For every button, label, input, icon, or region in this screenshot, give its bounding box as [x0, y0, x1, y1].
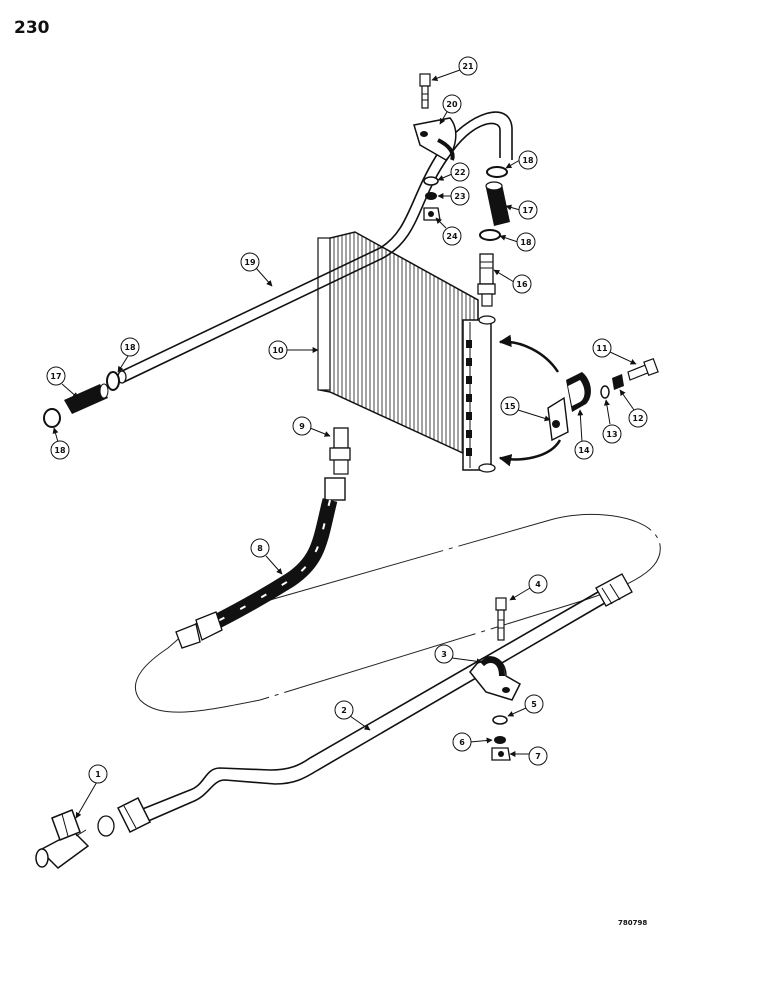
figure-code: 780798	[618, 919, 648, 927]
svg-text:21: 21	[462, 62, 474, 71]
svg-text:18: 18	[520, 238, 532, 247]
svg-text:6: 6	[459, 738, 465, 747]
svg-text:12: 12	[632, 414, 643, 423]
svg-text:23: 23	[454, 192, 465, 201]
callout-17-left: 17	[46, 366, 79, 399]
callout-18-left-inner: 18	[117, 337, 140, 373]
hose-clamp-18-upper	[486, 166, 508, 178]
callout-17-upper: 17	[505, 200, 538, 220]
svg-text:4: 4	[535, 580, 541, 589]
callout-1: 1	[75, 764, 108, 819]
callout-5: 5	[507, 694, 544, 717]
nut-7	[491, 747, 511, 761]
nut-12	[612, 374, 624, 390]
callout-7: 7	[509, 746, 548, 766]
svg-text:9: 9	[299, 422, 305, 431]
nut-24	[423, 207, 441, 221]
svg-text:14: 14	[578, 446, 590, 455]
callout-18-mid: 18	[499, 232, 536, 252]
svg-text:22: 22	[454, 168, 465, 177]
fitting-9	[329, 427, 351, 475]
svg-text:18: 18	[124, 343, 136, 352]
bolt-21	[419, 73, 431, 109]
svg-text:18: 18	[54, 446, 66, 455]
callout-11: 11	[592, 338, 637, 365]
hose-17-left	[64, 383, 109, 414]
hose-8	[175, 477, 346, 649]
callout-21: 21	[431, 56, 478, 82]
svg-text:16: 16	[516, 280, 528, 289]
callout-8: 8	[250, 538, 283, 575]
bolt-4	[495, 597, 507, 641]
callout-16: 16	[493, 269, 532, 294]
callout-4: 4	[509, 574, 548, 601]
reference-outline	[134, 513, 661, 713]
callout-14: 14	[574, 409, 594, 460]
callout-23: 23	[437, 186, 470, 206]
svg-text:2: 2	[341, 706, 347, 715]
callout-24: 24	[435, 217, 462, 246]
callout-3: 3	[434, 644, 483, 665]
callout-20: 20	[439, 94, 462, 125]
plate-15	[547, 396, 569, 442]
assembly-arrow-upper	[498, 334, 560, 373]
svg-text:17: 17	[522, 206, 533, 215]
callout-18-top: 18	[505, 150, 538, 170]
svg-text:11: 11	[596, 344, 608, 353]
svg-text:3: 3	[441, 650, 447, 659]
tube-2-sleeve	[97, 815, 115, 837]
svg-text:17: 17	[50, 372, 61, 381]
bolt-11	[627, 357, 659, 381]
callout-10: 10	[268, 340, 319, 360]
svg-text:13: 13	[606, 430, 617, 439]
callout-9: 9	[292, 416, 331, 437]
callout-22: 22	[437, 162, 470, 182]
svg-text:10: 10	[272, 346, 284, 355]
lock-washer-23	[425, 192, 437, 200]
hose-17-upper	[485, 181, 510, 226]
tee-fitting-1	[35, 809, 90, 869]
svg-text:7: 7	[535, 752, 541, 761]
callout-12: 12	[619, 389, 648, 428]
svg-text:19: 19	[244, 258, 256, 267]
callout-15: 15	[500, 396, 551, 422]
tube-2-end-fitting	[595, 573, 633, 607]
callout-2: 2	[334, 700, 371, 731]
tube-2	[139, 587, 611, 823]
oil-cooler	[317, 231, 496, 473]
page-number: 230	[14, 18, 50, 38]
callout-18-left-outer: 18	[50, 427, 70, 460]
callout-6: 6	[452, 732, 493, 752]
washer-22	[423, 176, 439, 186]
clip-3	[469, 656, 521, 701]
lock-washer-6	[494, 736, 506, 744]
washer-5	[492, 715, 508, 725]
svg-text:5: 5	[531, 700, 537, 709]
hose-clamp-18-left-inner	[106, 371, 120, 391]
svg-text:20: 20	[446, 100, 458, 109]
clamp-14	[566, 372, 591, 412]
fitting-16	[477, 253, 496, 307]
hose-clamp-18-lower	[479, 229, 501, 241]
clip-20	[413, 117, 457, 161]
svg-text:8: 8	[257, 544, 263, 553]
callout-19: 19	[240, 252, 273, 287]
svg-text:18: 18	[522, 156, 534, 165]
hose-clamp-18-left-outer	[43, 408, 61, 428]
svg-text:15: 15	[504, 402, 516, 411]
svg-text:24: 24	[446, 232, 458, 241]
assembly-arrow-lower	[498, 439, 562, 467]
washer-13	[600, 385, 610, 399]
tube-2-nut	[116, 796, 152, 834]
callout-13: 13	[602, 399, 622, 444]
svg-text:1: 1	[95, 770, 101, 779]
